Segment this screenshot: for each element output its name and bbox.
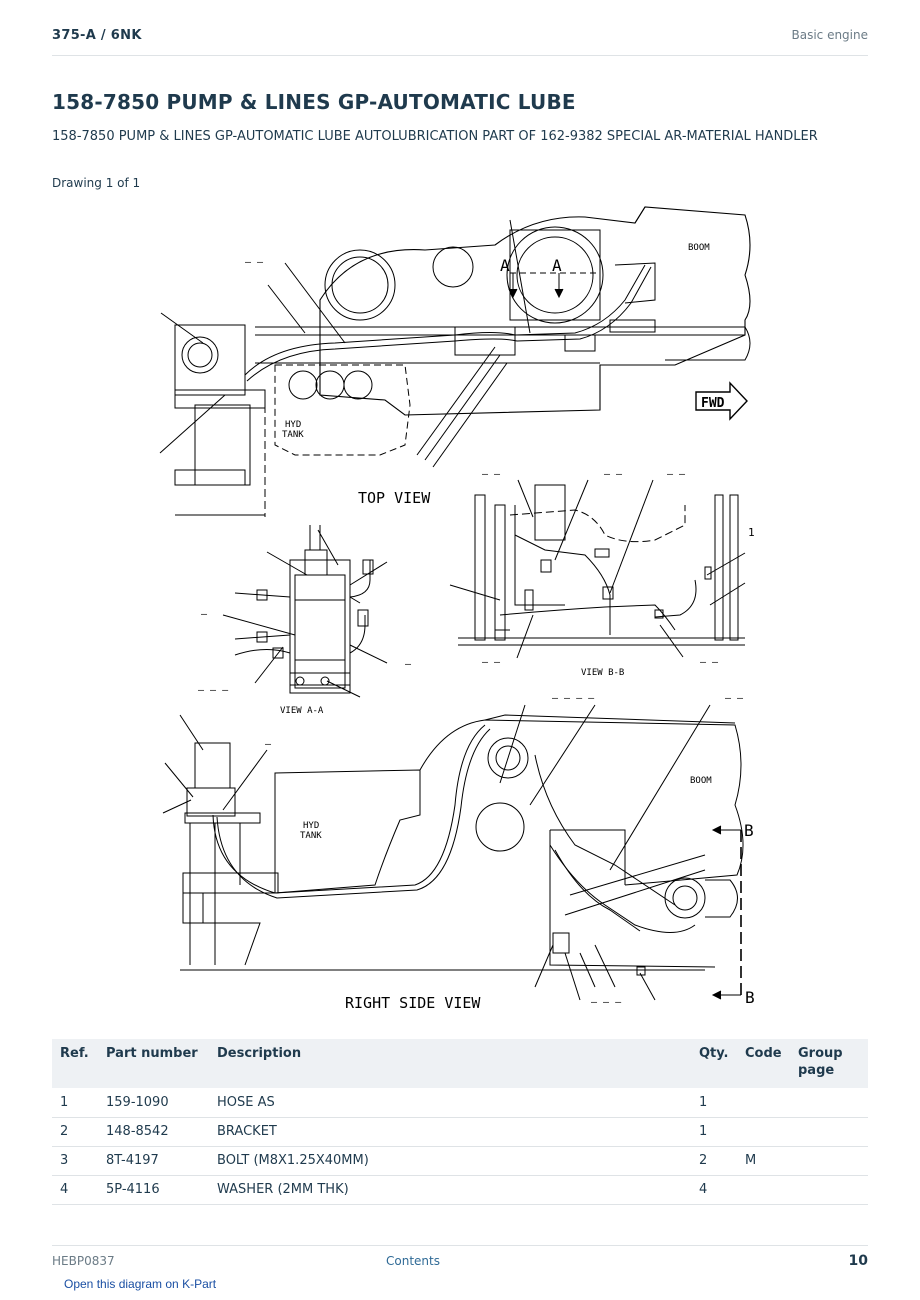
row-code (737, 1117, 790, 1147)
svg-text:– –: – – (725, 693, 744, 704)
row-qty: 2 (691, 1146, 737, 1176)
svg-text:– – –: – – – (591, 997, 622, 1008)
page-footer: HEBP0837 Contents 10 (52, 1245, 868, 1275)
row-group-page (790, 1117, 868, 1147)
drawing-count: Drawing 1 of 1 (52, 176, 141, 190)
open-kpart-link[interactable]: Open this diagram on K-Part (64, 1277, 217, 1291)
ref-18-label: 18 (748, 526, 755, 539)
table-row: 4 5P-4116 WASHER (2MM THK) 4 (52, 1175, 868, 1205)
top-view-label: TOP VIEW (358, 489, 431, 507)
view-bb: – – – – – – – – – – 18 VIEW B-B (449, 469, 755, 678)
table-row: 2 148-8542 BRACKET 1 (52, 1117, 868, 1147)
section-a-right: A (552, 256, 562, 275)
row-description: BOLT (M8X1.25X40MM) (209, 1146, 691, 1176)
row-description: BRACKET (209, 1117, 691, 1147)
svg-text:–: – (201, 609, 208, 620)
col-description: Description (209, 1039, 691, 1088)
document-number: HEBP0837 (52, 1254, 115, 1268)
col-qty: Qty. (691, 1039, 737, 1088)
view-aa-label: VIEW A-A (280, 706, 324, 716)
section-name: Basic engine (791, 28, 868, 42)
row-part-number: 159-1090 (98, 1088, 209, 1118)
tank-label-top: TANK (282, 430, 304, 440)
svg-text:–: – (405, 659, 412, 670)
svg-text:–: – (265, 739, 272, 750)
table-row: 3 8T-4197 BOLT (M8X1.25X40MM) 2 M (52, 1146, 868, 1176)
row-part-number: 5P-4116 (98, 1175, 209, 1205)
col-part-number: Part number (98, 1039, 209, 1088)
svg-text:– –: – – (667, 469, 686, 480)
row-code: M (737, 1146, 790, 1176)
row-group-page (790, 1175, 868, 1205)
row-code (737, 1088, 790, 1118)
row-ref: 1 (52, 1088, 98, 1118)
col-code: Code (737, 1039, 790, 1088)
page-title: 158-7850 PUMP & LINES GP-AUTOMATIC LUBE (52, 90, 576, 114)
hyd-label-top: HYD (285, 420, 301, 430)
row-group-page (790, 1088, 868, 1118)
boom-label-side: BOOM (690, 776, 712, 786)
parts-table: Ref. Part number Description Qty. Code G… (52, 1039, 868, 1205)
view-aa: – – – – – VIEW A-A (198, 525, 412, 716)
svg-text:– –: – – (700, 657, 719, 668)
contents-link[interactable]: Contents (386, 1254, 440, 1268)
row-qty: 4 (691, 1175, 737, 1205)
page-header: 375-A / 6NK Basic engine (52, 28, 868, 56)
page-subtitle: 158-7850 PUMP & LINES GP-AUTOMATIC LUBE … (52, 129, 818, 144)
section-a-left: A (500, 256, 510, 275)
hyd-label-side: HYD (303, 821, 319, 831)
row-qty: 1 (691, 1117, 737, 1147)
row-description: WASHER (2MM THK) (209, 1175, 691, 1205)
row-ref: 4 (52, 1175, 98, 1205)
model-code: 375-A / 6NK (52, 28, 142, 43)
row-code (737, 1175, 790, 1205)
row-part-number: 148-8542 (98, 1117, 209, 1147)
row-description: HOSE AS (209, 1088, 691, 1118)
top-view: HYD TANK – – BOOM A A FWD TOP VIEW (159, 206, 751, 517)
table-row: 1 159-1090 HOSE AS 1 (52, 1088, 868, 1118)
row-ref: 2 (52, 1117, 98, 1147)
svg-text:– –: – – (482, 469, 501, 480)
view-bb-label: VIEW B-B (581, 668, 624, 678)
col-ref: Ref. (52, 1039, 98, 1088)
svg-text:– –: – – (245, 257, 264, 268)
page-number: 10 (848, 1253, 868, 1269)
svg-text:– – – –: – – – – (552, 693, 595, 704)
section-b-upper: B (744, 821, 754, 840)
svg-text:– – –: – – – (198, 685, 229, 696)
parts-diagram: HYD TANK – – BOOM A A FWD TOP VIEW (159, 206, 755, 1012)
right-side-view-label: RIGHT SIDE VIEW (345, 994, 481, 1012)
boom-label-top: BOOM (688, 243, 710, 253)
row-ref: 3 (52, 1146, 98, 1176)
svg-text:– –: – – (604, 469, 623, 480)
table-header-row: Ref. Part number Description Qty. Code G… (52, 1039, 868, 1088)
right-side-view: HYD TANK BOOM (162, 693, 755, 1012)
svg-text:– –: – – (482, 657, 501, 668)
forward-arrow-label: FWD (701, 396, 725, 411)
section-b-lower: B (745, 988, 755, 1007)
row-part-number: 8T-4197 (98, 1146, 209, 1176)
tank-label-side: TANK (300, 831, 322, 841)
row-group-page (790, 1146, 868, 1176)
row-qty: 1 (691, 1088, 737, 1118)
col-group-page: Group page (790, 1039, 868, 1088)
